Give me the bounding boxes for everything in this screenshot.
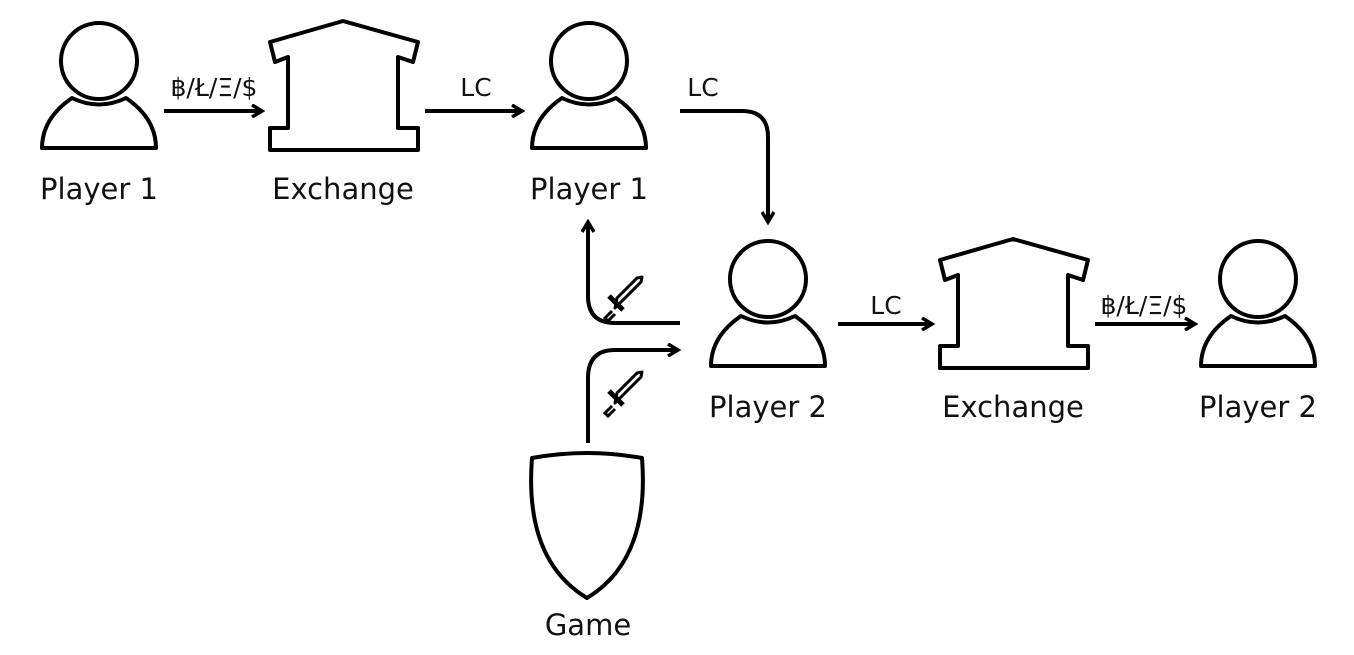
person-icon [40, 21, 158, 150]
node-label: Player 1 [530, 172, 648, 206]
edge-label: LC [870, 291, 901, 320]
sword-icon [605, 277, 642, 321]
player1-mid-node: Player 1 [530, 21, 648, 206]
edge-label: ฿/Ł/Ξ/$ [171, 73, 258, 102]
edge-exchange-to-p2: ฿/Ł/Ξ/$ [1095, 291, 1195, 324]
edge-label: LC [687, 73, 718, 102]
player2-mid-node: Player 2 [709, 239, 827, 424]
building-icon [938, 237, 1090, 370]
edge-label: ฿/Ł/Ξ/$ [1101, 291, 1188, 320]
edge-game-to-p2-item [586, 350, 678, 443]
edge-label: LC [460, 73, 491, 102]
edge-p1-to-exchange: ฿/Ł/Ξ/$ [164, 73, 262, 111]
building-icon [268, 19, 420, 152]
edge-p2-to-p1-item [588, 222, 680, 325]
node-label: Player 2 [1199, 390, 1317, 424]
node-label: Exchange [942, 390, 1084, 424]
node-label: Player 1 [40, 172, 158, 206]
exchange2-node: Exchange [938, 237, 1090, 424]
node-label: Player 2 [709, 390, 827, 424]
edge-p2-to-exchange: LC [838, 291, 932, 324]
person-icon [530, 21, 648, 150]
sword-icon [605, 372, 642, 416]
exchange1-node: Exchange [268, 19, 420, 206]
edge-p1-to-p2: LC [680, 73, 768, 222]
node-label: Exchange [272, 172, 414, 206]
person-icon [1199, 239, 1317, 368]
person-icon [709, 239, 827, 368]
shield-icon [529, 451, 645, 600]
game-node: Game [529, 451, 645, 642]
player2-end-node: Player 2 [1199, 239, 1317, 424]
player1-start-node: Player 1 [40, 21, 158, 206]
edge-exchange-to-p1: LC [425, 73, 522, 111]
node-label: Game [545, 608, 631, 642]
